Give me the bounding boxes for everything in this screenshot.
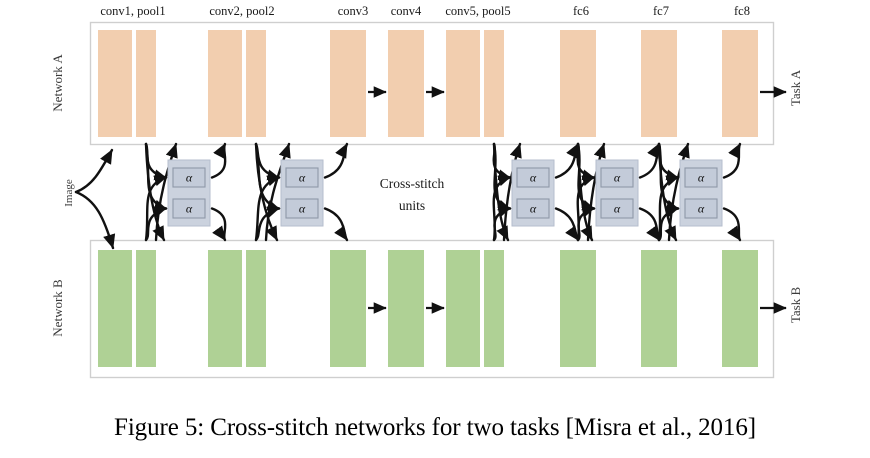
skip-a-to-b-3 — [576, 142, 594, 242]
network-container-0 — [89, 21, 775, 146]
block-network-b-fc8 — [722, 250, 758, 367]
network-a-side-label: Network A — [50, 54, 65, 112]
csin-b-top-1 — [254, 175, 281, 242]
alpha-box-top — [600, 167, 634, 188]
block-network-a-pool5 — [484, 30, 504, 137]
task-b-output-label: Task B — [788, 287, 803, 324]
network-blocks-group — [98, 30, 758, 367]
side-labels-group: Network A Network B Task A Task B Image — [50, 54, 803, 337]
block-network-a-pool2 — [246, 30, 266, 137]
alpha-symbol: α — [614, 202, 621, 216]
block-network-a-fc6 — [560, 30, 596, 137]
skip-a-to-b-4 — [657, 142, 678, 242]
crossstitch-unit-cs5: αα — [679, 159, 723, 227]
alpha-box-bottom — [600, 198, 634, 219]
block-network-b-conv4 — [388, 250, 424, 367]
crossstitch-unit-cs2: αα — [280, 159, 324, 227]
skip-b-to-a-1 — [264, 142, 291, 242]
csin-b-top-0 — [144, 175, 168, 242]
connection-curves-group — [74, 142, 742, 250]
skip-b-to-a-4 — [667, 142, 690, 242]
column-label-4: conv5, pool5 — [445, 4, 510, 18]
skip-b-to-a-0 — [154, 142, 178, 242]
block-network-b-fc6 — [560, 250, 596, 367]
csout-b-1 — [323, 207, 349, 242]
alpha-box-top — [516, 167, 550, 188]
column-label-7: fc8 — [734, 4, 750, 18]
column-label-0: conv1, pool1 — [100, 4, 165, 18]
block-network-b-pool1 — [136, 250, 156, 367]
csout-a-1 — [323, 142, 349, 179]
csout-b-3 — [638, 207, 661, 242]
block-network-b-conv1 — [98, 250, 132, 367]
alpha-box-top — [285, 167, 319, 188]
block-network-b-conv2 — [208, 250, 242, 367]
image-to-network-a-curve — [74, 148, 114, 194]
block-network-b-fc7 — [641, 250, 677, 367]
csout-a-0 — [210, 142, 227, 179]
crossstitch-unit-cs3: αα — [511, 159, 555, 227]
crossstitch-caption-line2: units — [399, 198, 425, 213]
alpha-box-bottom — [285, 198, 319, 219]
alpha-symbol: α — [186, 171, 193, 185]
block-network-b-conv5 — [446, 250, 480, 367]
crossstitch-caption-line1: Cross-stitch — [380, 176, 445, 191]
csout-a-2 — [554, 142, 580, 179]
csout-b-4 — [722, 207, 742, 242]
column-label-5: fc6 — [573, 4, 589, 18]
crossstitch-diagram: conv1, pool1 conv2, pool2 conv3 conv4 conv5,… — [50, 4, 803, 379]
block-network-a-conv4 — [388, 30, 424, 137]
alpha-box-top — [172, 167, 206, 188]
block-network-a-conv1 — [98, 30, 132, 137]
crossstitch-unit-cs4: αα — [595, 159, 639, 227]
csout-a-4 — [722, 142, 742, 179]
csin-b-top-3 — [576, 175, 596, 242]
alpha-box-bottom — [172, 198, 206, 219]
alpha-symbol: α — [614, 171, 621, 185]
alpha-symbol: α — [530, 171, 537, 185]
figure-caption: Figure 5: Cross-stitch networks for two … — [114, 414, 756, 441]
csout-b-0 — [210, 207, 227, 242]
column-label-1: conv2, pool2 — [209, 4, 274, 18]
block-network-b-pool2 — [246, 250, 266, 367]
block-network-a-fc8 — [722, 30, 758, 137]
csin-b-top-4 — [657, 175, 680, 242]
column-label-3: conv4 — [391, 4, 422, 18]
skip-a-to-b-0 — [144, 142, 166, 242]
column-labels-group: conv1, pool1 conv2, pool2 conv3 conv4 conv5,… — [100, 4, 750, 18]
block-network-b-conv3 — [330, 250, 366, 367]
task-a-output-label: Task A — [788, 69, 803, 106]
alpha-symbol: α — [299, 171, 306, 185]
alpha-box-bottom — [684, 198, 718, 219]
block-network-a-conv5 — [446, 30, 480, 137]
alpha-box-top — [684, 167, 718, 188]
image-to-network-b-curve — [74, 190, 116, 250]
network-b-side-label: Network B — [50, 279, 65, 337]
alpha-symbol: α — [299, 202, 306, 216]
alpha-symbol: α — [698, 202, 705, 216]
block-network-a-conv2 — [208, 30, 242, 137]
block-network-a-pool1 — [136, 30, 156, 137]
alpha-box-bottom — [516, 198, 550, 219]
alpha-symbol: α — [698, 171, 705, 185]
image-input-label: Image — [63, 179, 75, 207]
skip-b-to-a-3 — [586, 142, 606, 242]
csout-a-3 — [638, 142, 661, 179]
skip-b-to-a-2 — [502, 142, 522, 242]
straight-arrows-group — [368, 86, 787, 314]
block-network-a-fc7 — [641, 30, 677, 137]
csin-b-top-2 — [492, 175, 512, 242]
csout-b-2 — [554, 207, 580, 242]
skip-a-to-b-2 — [492, 142, 510, 242]
block-network-a-conv3 — [330, 30, 366, 137]
skip-a-to-b-1 — [254, 142, 279, 242]
alpha-symbol: α — [186, 202, 193, 216]
column-label-6: fc7 — [653, 4, 669, 18]
block-network-b-pool5 — [484, 250, 504, 367]
column-label-2: conv3 — [338, 4, 369, 18]
crossstitch-unit-cs1: αα — [167, 159, 211, 227]
alpha-symbol: α — [530, 202, 537, 216]
